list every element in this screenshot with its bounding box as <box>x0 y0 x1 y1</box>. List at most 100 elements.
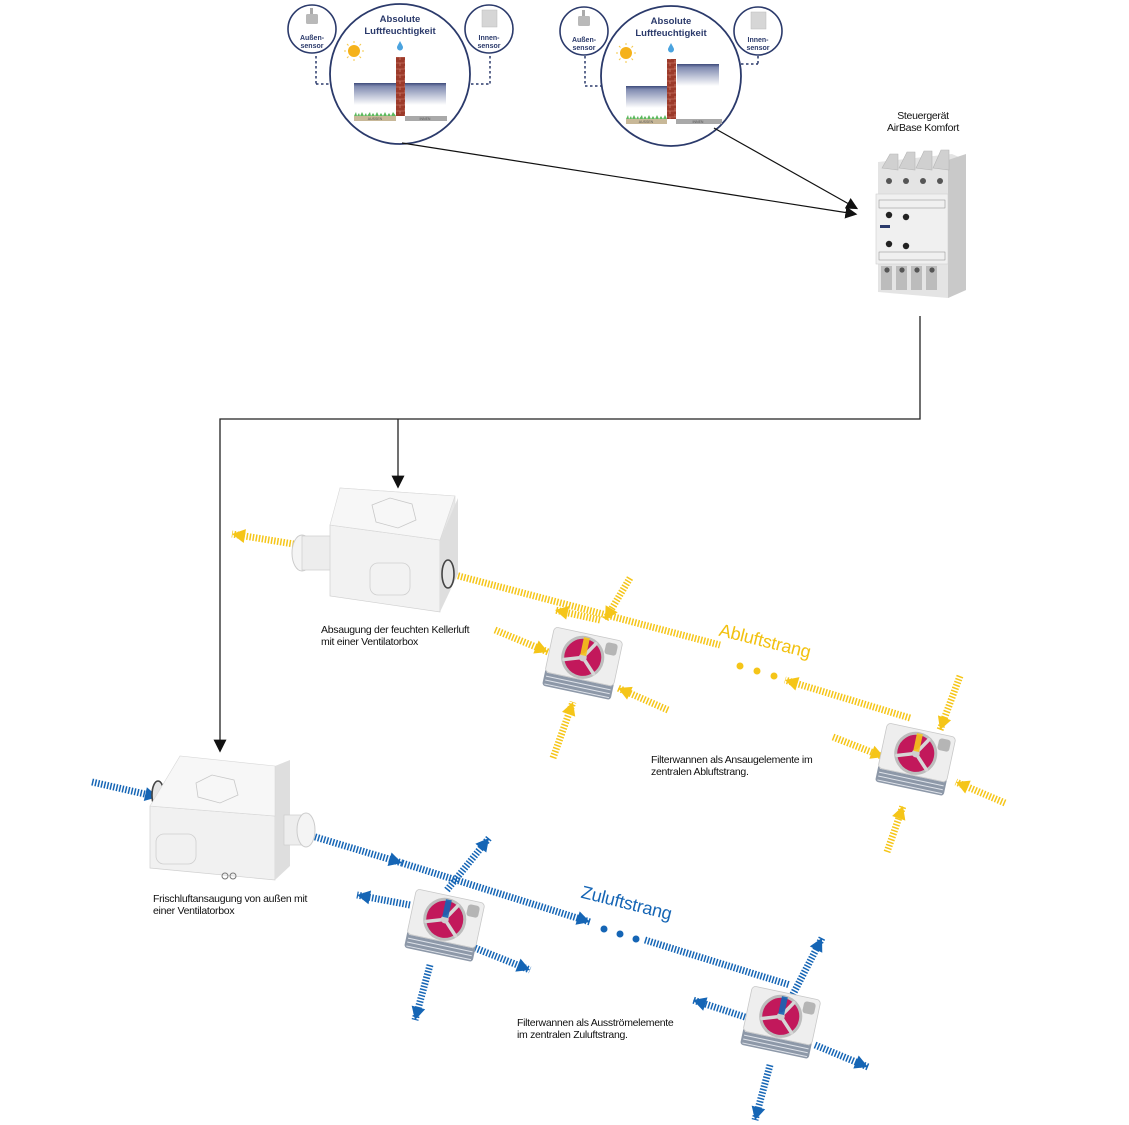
humidity-title-2: Luftfeuchtigkeit <box>364 26 436 37</box>
ellipsis-dot <box>736 662 744 670</box>
sun-icon <box>344 41 364 61</box>
ellipsis-dot <box>600 925 608 933</box>
exhaust-ellipsis <box>736 662 778 680</box>
controller-title-line2: AirBase Komfort <box>887 122 959 134</box>
supply-outlet-arrow <box>356 890 411 909</box>
ground-label-inside: INNEN <box>693 120 704 124</box>
exhaust-inlet-arrow <box>549 700 577 760</box>
inside-humidity-level <box>677 64 719 86</box>
exhaust-filter-unit-2 <box>875 723 956 796</box>
arrow-head-icon <box>475 838 489 853</box>
humidity-panel-inside-higher: Außen- sensor Innen- sensor Absolute Luf… <box>559 5 783 147</box>
supply-filter-caption-line2: im zentralen Zuluftstrang. <box>517 1029 628 1041</box>
exhaust-fan-box <box>291 487 458 613</box>
ellipsis-dot <box>632 935 640 943</box>
exhaust-box-caption: Absaugung der feuchten Kellerluft mit ei… <box>321 624 470 648</box>
supply-main-duct <box>400 859 592 926</box>
supply-fan-box <box>149 755 316 881</box>
supply-outlet-arrow <box>751 1064 774 1121</box>
wall-icon <box>396 57 405 116</box>
ground-label-inside: INNEN <box>420 117 431 121</box>
supply-filter-unit-2 <box>740 986 821 1059</box>
inside-sensor-badge <box>464 4 514 54</box>
inside-sensor-icon <box>750 11 767 30</box>
supply-outlet-arrow <box>411 964 434 1021</box>
supply-outlet-arrow <box>444 835 492 893</box>
exhaust-inlet-arrow <box>554 605 601 624</box>
controller-knob <box>885 211 893 219</box>
supply-outlet-arrow <box>691 996 750 1022</box>
supply-filter-caption: Filterwannen als Ausströmelemente im zen… <box>517 1017 674 1041</box>
inside-sensor-label-1: Innen- <box>479 35 501 42</box>
arrow-head-icon <box>853 1055 868 1069</box>
controller-knob <box>902 242 910 250</box>
grass-icon <box>354 112 396 116</box>
humidity-title-1: Absolute <box>380 14 421 25</box>
outside-sensor-icon <box>306 8 318 24</box>
exhaust-filter-caption-line1: Filterwannen als Ansaugelemente im <box>651 754 813 766</box>
exhaust-inlet-arrow <box>936 674 964 732</box>
inside-sensor-badge <box>733 6 783 56</box>
duct-connection <box>442 899 452 919</box>
water-drop-icon <box>397 41 403 51</box>
outside-sensor-badge <box>559 6 609 56</box>
arrow-head-icon <box>937 715 952 730</box>
supply-box-caption: Frischluftansaugung von außen mit einer … <box>153 893 307 917</box>
arrow-head-icon <box>232 529 246 543</box>
exhaust-filter-unit-1 <box>542 627 623 700</box>
arrow-head-icon <box>555 605 570 620</box>
controller-title-line1: Steuergerät <box>897 110 949 122</box>
wall-icon <box>667 59 676 119</box>
exhaust-filter-caption-line2: zentralen Abluftstrang. <box>651 766 749 778</box>
exhaust-main-duct <box>783 676 912 722</box>
arrow-head-icon <box>605 605 618 620</box>
inside-sensor-label-1: Innen- <box>748 37 770 44</box>
arrow-head-icon <box>809 938 823 953</box>
arrow-head-icon <box>411 1005 426 1020</box>
signal-arrow-panel2 <box>713 127 859 210</box>
ground-label-outside: AUSSEN <box>639 120 654 124</box>
control-wire <box>213 316 921 753</box>
arrow-head-icon <box>892 806 906 821</box>
arrow-head-icon <box>956 780 971 794</box>
controller-knob <box>902 213 910 221</box>
inside-sensor-icon <box>481 9 498 28</box>
exhaust-inlet-arrow <box>831 733 886 761</box>
outside-sensor-icon <box>578 10 590 26</box>
signal-arrow-panel1 <box>401 142 858 219</box>
exhaust-inlet-arrow <box>601 576 634 622</box>
outside-humidity-level <box>626 86 668 108</box>
outside-sensor-label-2: sensor <box>573 45 596 52</box>
supply-outlet-arrow <box>473 944 532 974</box>
arrow-head-icon <box>618 686 633 700</box>
arrow-head-icon <box>562 702 576 717</box>
supply-ellipsis <box>600 925 640 943</box>
arrow-head-icon <box>785 677 800 691</box>
exhaust-inlet-arrow <box>954 778 1007 807</box>
ellipsis-dot <box>753 667 761 675</box>
exhaust-flow-group <box>231 529 1007 854</box>
supply-filter-unit-1 <box>404 889 485 962</box>
water-drop-icon <box>668 43 674 53</box>
inside-sensor-label-2: sensor <box>478 43 501 50</box>
controller-knob <box>885 240 893 248</box>
supply-main-duct <box>310 832 404 867</box>
humidity-title-1: Absolute <box>651 16 692 27</box>
outside-sensor-badge <box>287 4 337 54</box>
ground-label-outside: AUSSEN <box>368 117 383 121</box>
exhaust-inlet-arrow <box>883 804 907 854</box>
arrow-head-icon <box>357 890 372 905</box>
arrow-head-icon <box>387 852 402 866</box>
outside-sensor-label-1: Außen- <box>300 35 325 42</box>
grass-icon <box>626 115 667 119</box>
supply-filter-caption-line1: Filterwannen als Ausströmelemente <box>517 1017 674 1029</box>
duct-connection <box>778 996 788 1016</box>
exhaust-inlet-arrow <box>616 684 670 714</box>
exhaust-inlet-arrow <box>493 626 550 656</box>
inside-sensor-label-2: sensor <box>747 45 770 52</box>
arrow-head-icon <box>515 958 530 972</box>
duct-connection <box>580 637 590 657</box>
sun-icon <box>616 43 636 63</box>
inside-humidity-level <box>404 83 446 105</box>
